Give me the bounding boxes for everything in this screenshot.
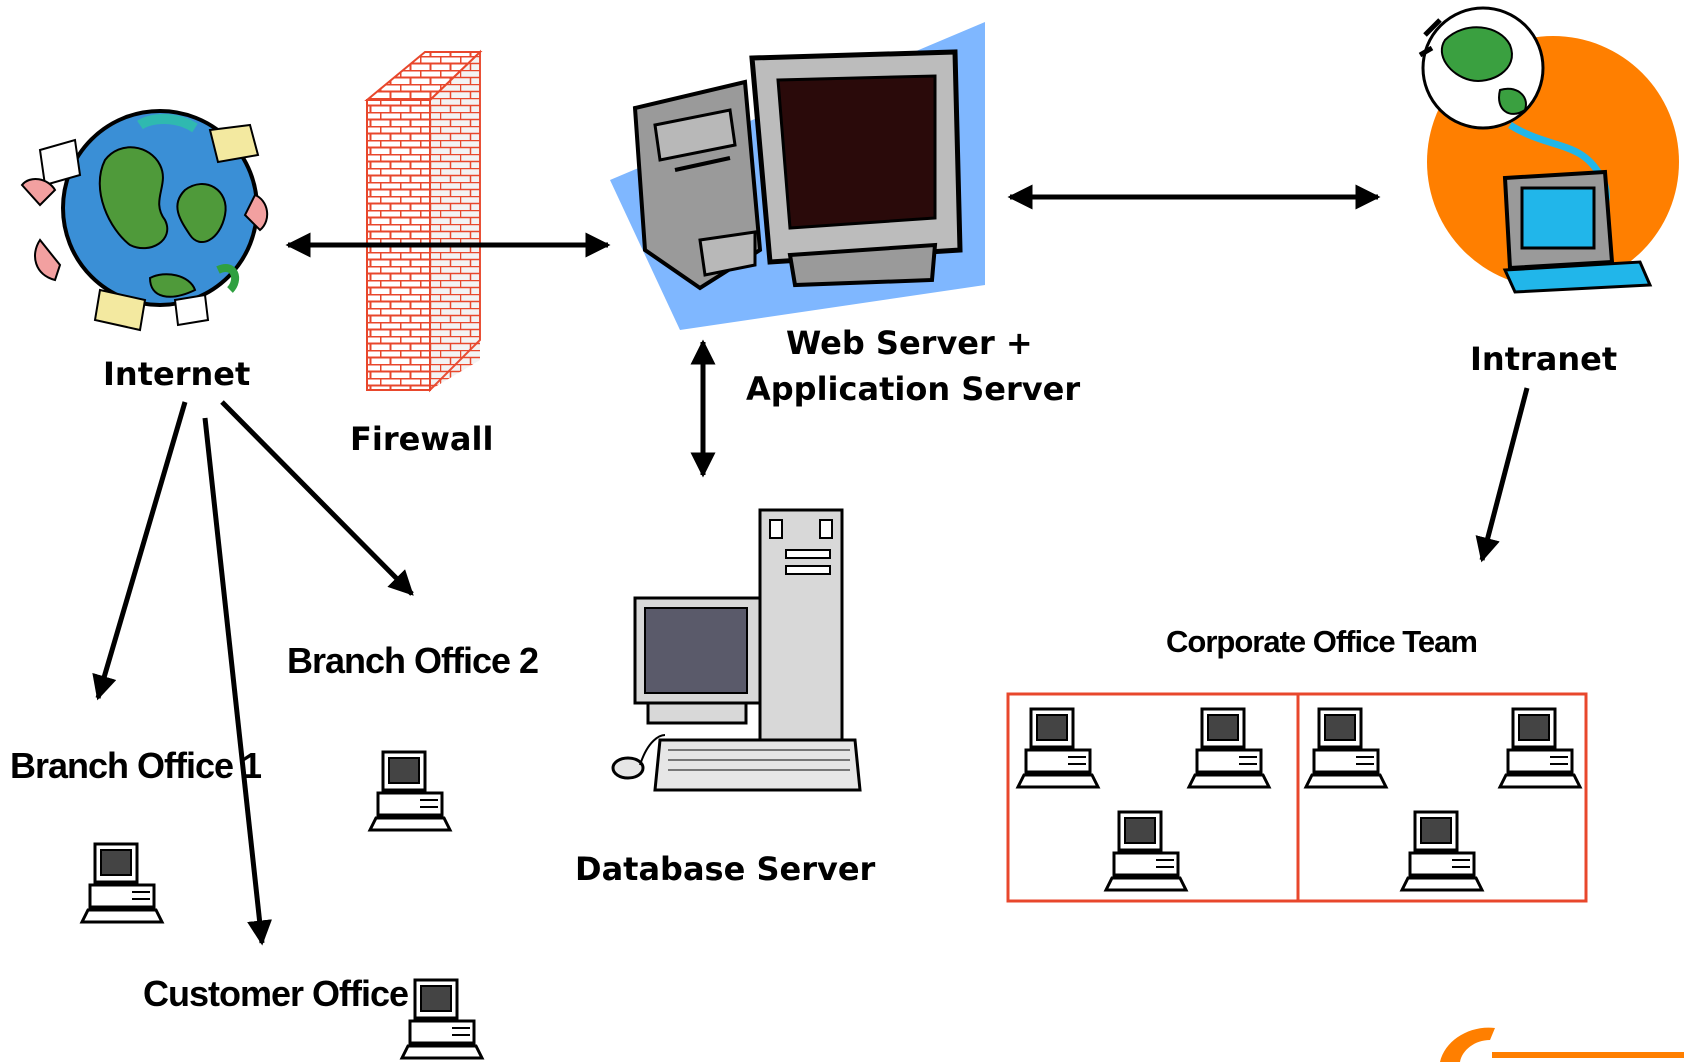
workstation-icon — [1104, 810, 1188, 892]
workstation-icon — [80, 842, 164, 924]
arrow-internet-branch1 — [92, 401, 188, 701]
workstation-icon — [1016, 707, 1100, 789]
arrow-internet-customer — [202, 417, 272, 946]
arrow-internet-branch2 — [220, 400, 414, 596]
label-branch-office-2: Branch Office 2 — [287, 640, 539, 681]
corporate-team-box — [1006, 692, 1588, 903]
label-customer-office: Customer Office — [143, 973, 409, 1014]
firewall-brick-wall-icon — [364, 49, 483, 393]
workstation-icon — [1304, 707, 1388, 789]
web-server-computer-icon — [610, 22, 985, 330]
label-internet: Internet — [103, 355, 251, 393]
database-desktop-tower-icon — [611, 508, 862, 792]
label-database-server: Database Server — [575, 850, 876, 888]
label-firewall: Firewall — [350, 420, 494, 458]
label-web-server-line1: Web Server + — [786, 324, 1033, 362]
arrow-intranet-corporate — [1475, 387, 1530, 563]
logo-fragment-icon — [1440, 1027, 1684, 1062]
label-corporate-office-team: Corporate Office Team — [1166, 624, 1478, 659]
workstation-icon — [1498, 707, 1582, 789]
label-branch-office-1: Branch Office 1 — [10, 745, 262, 786]
workstation-icon — [368, 750, 452, 832]
workstation-icon — [1187, 707, 1271, 789]
label-intranet: Intranet — [1470, 340, 1618, 378]
intranet-globe-plugged-computer-icon — [1418, 6, 1679, 294]
label-web-server-line2: Application Server — [746, 370, 1081, 408]
workstation-icon — [400, 978, 484, 1060]
connection-arrows — [92, 184, 1530, 946]
internet-globe-icon — [20, 109, 269, 332]
workstation-icon — [1400, 810, 1484, 892]
